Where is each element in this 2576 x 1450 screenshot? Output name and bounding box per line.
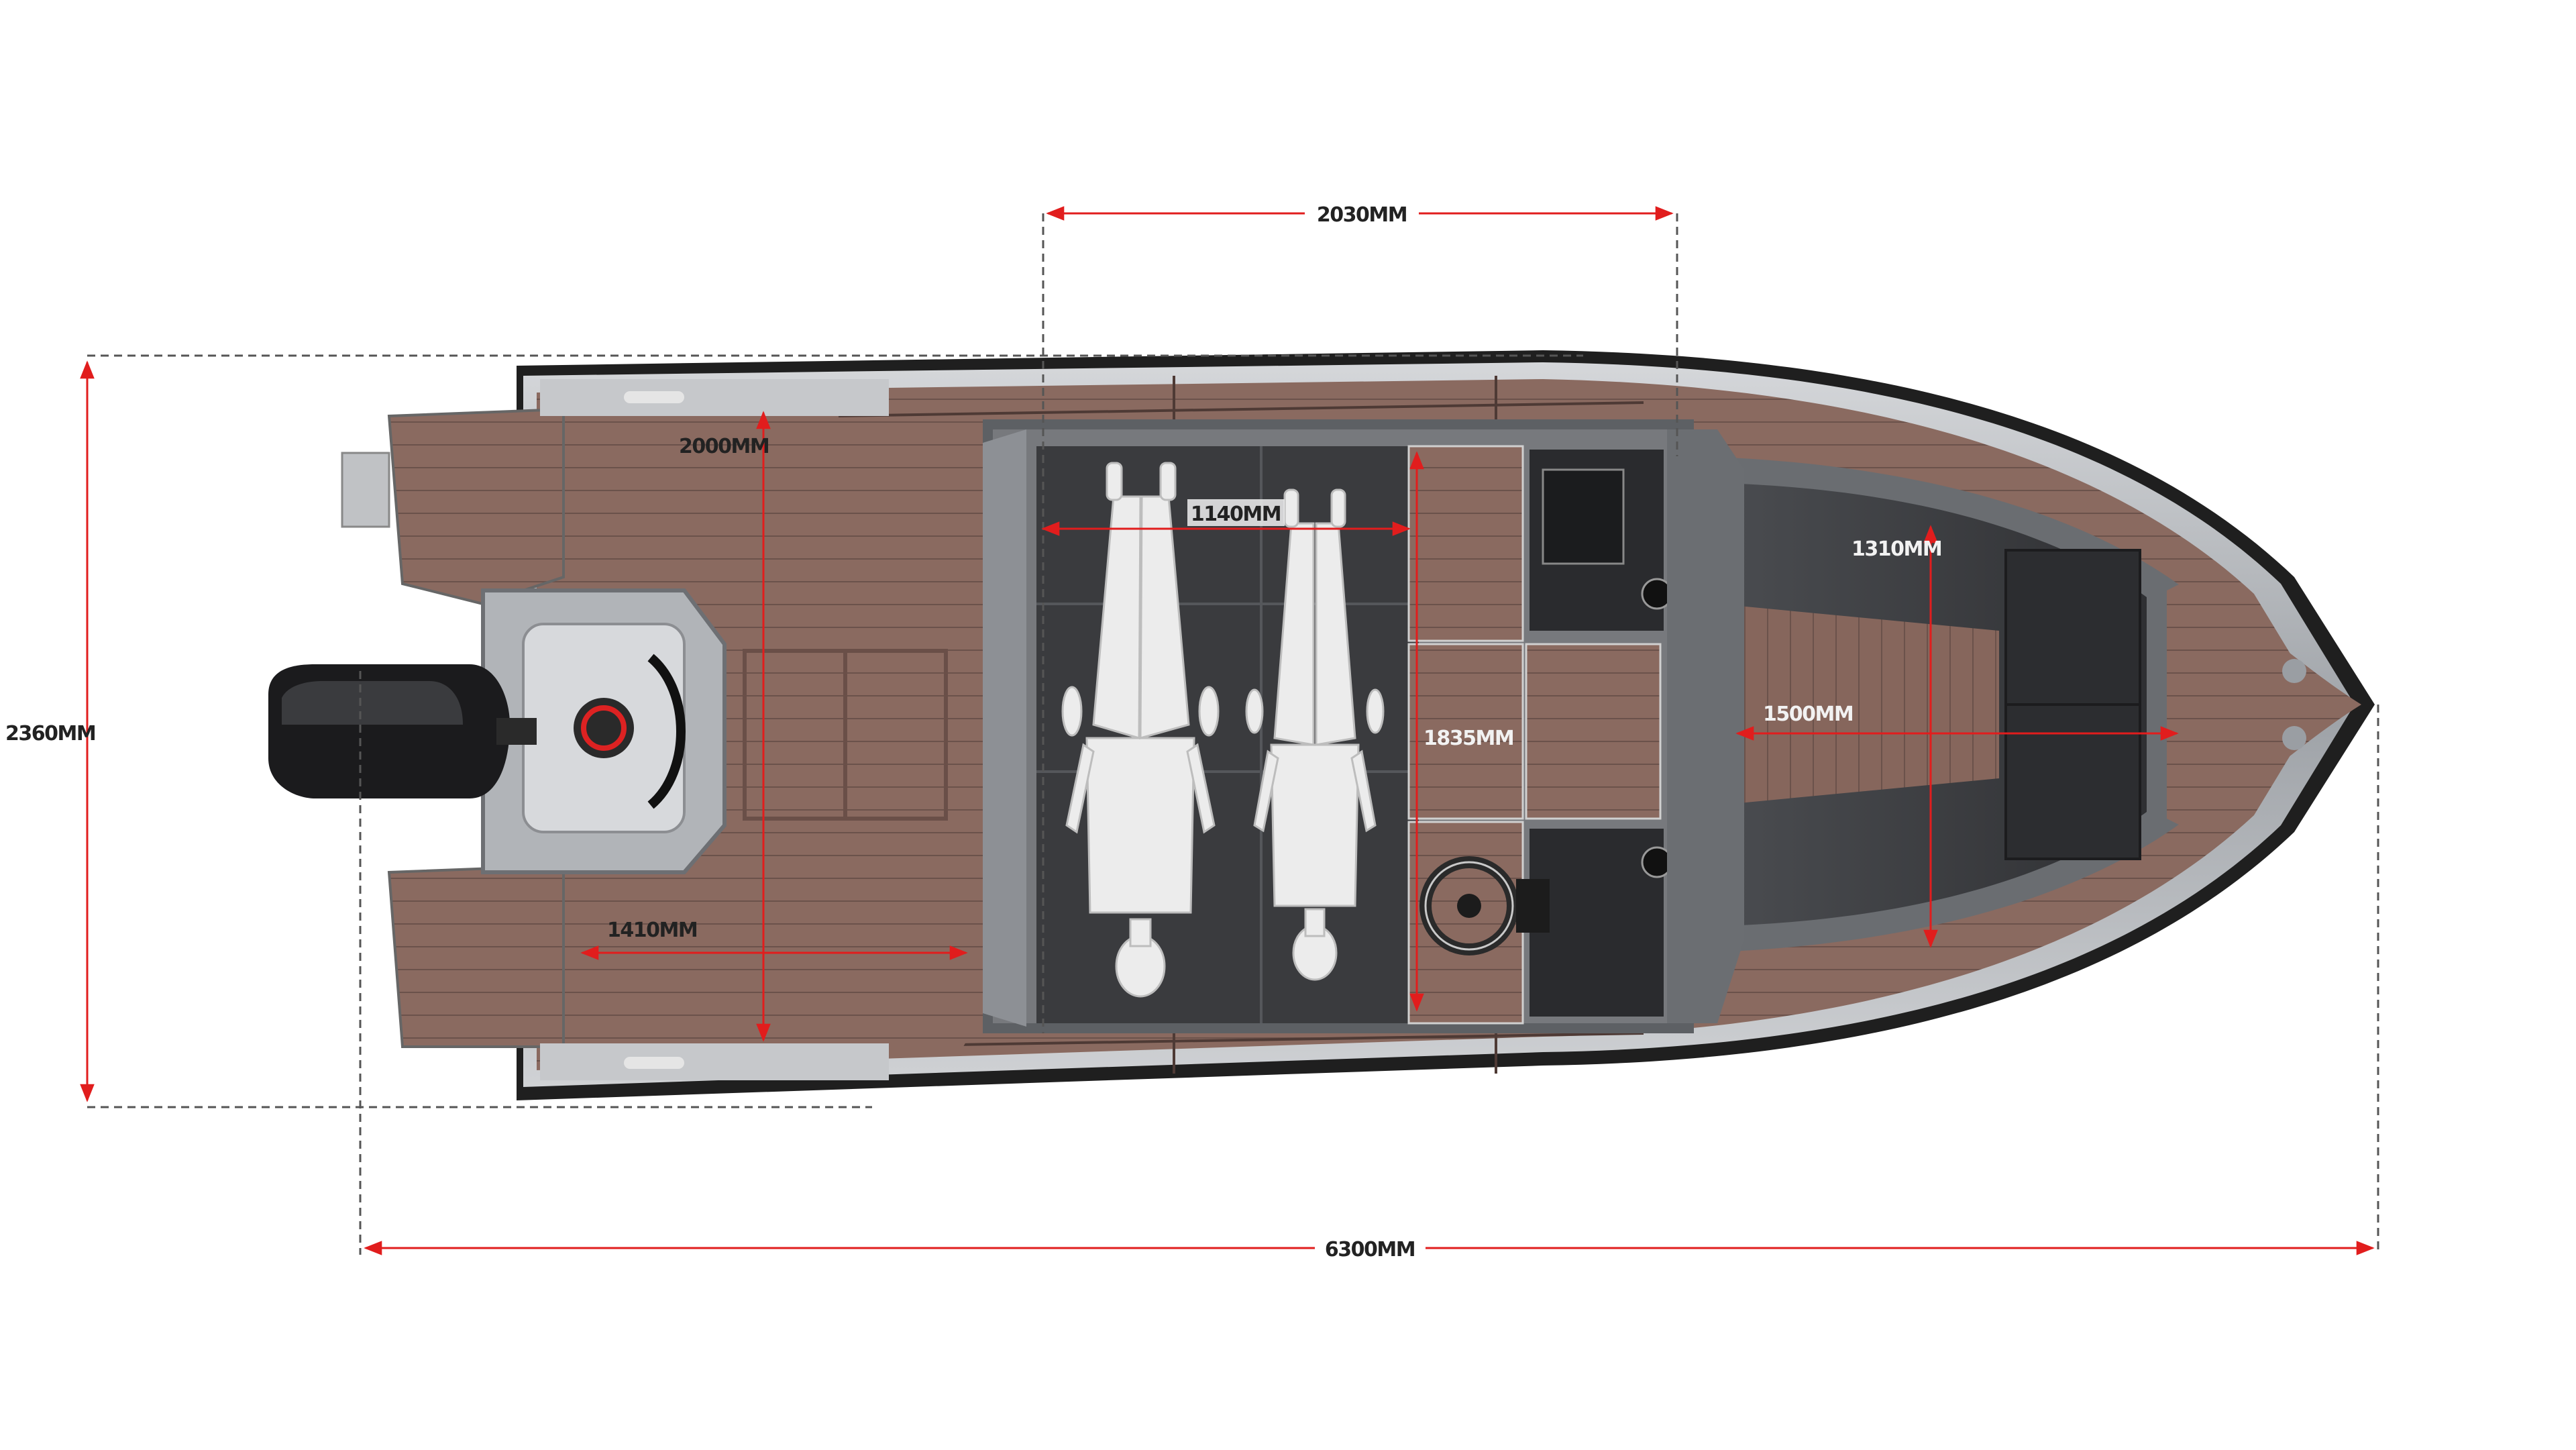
dim-cabin-length-label: 2030MM [1317, 203, 1407, 227]
steering-wheel-icon [1419, 856, 1550, 955]
mannequin-2 [1245, 488, 1385, 981]
dim-mannequin-span-label: 1140MM [1191, 503, 1281, 526]
deck-seams [838, 376, 1644, 1074]
dim-berth-length-label: 2000MM [679, 435, 769, 458]
dim-aft-width-label: 1410MM [607, 919, 697, 942]
dim-overall-beam-label: 2360MM [5, 722, 95, 745]
mannequin-1 [1061, 462, 1220, 998]
mannequin-icon [1061, 462, 1385, 998]
dimension-lines: 6300MM 2360MM 2030MM 2000MM 1140MM 1835M… [5, 199, 2379, 1263]
fuel-cap-icon [574, 698, 634, 758]
dim-overall-length-label: 6300MM [1325, 1238, 1415, 1261]
dim-cabin-width-label: 1835MM [1424, 727, 1513, 750]
bow-floor-teak [1717, 604, 1999, 805]
berth [1036, 446, 1419, 1023]
outboard-engine-icon [268, 664, 537, 798]
dim-bow-length-label: 1310MM [1851, 537, 1941, 561]
dim-bow-width-label: 1500MM [1763, 703, 1853, 726]
